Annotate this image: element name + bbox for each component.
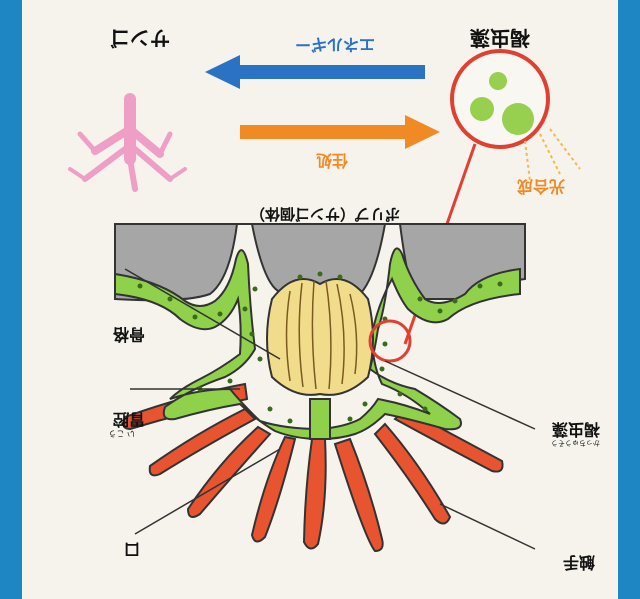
label-polyp: ポリプ（サンゴ個体） xyxy=(250,205,400,223)
label-zooxanthellae-bottom: 褐虫藻 xyxy=(551,420,601,439)
label-energy: エネルギー xyxy=(295,35,375,54)
label-stomach: 胃腔 xyxy=(113,410,145,429)
tissue-dots xyxy=(137,271,503,424)
stomach-folds xyxy=(285,280,358,390)
label-tentacle: 触手 xyxy=(563,553,596,572)
rotated-diagram: 褐虫藻 サンゴ エネルギー 住処 光合成 ポリプ（サンゴ個体） 骨格 胃腔 い … xyxy=(68,26,601,572)
ruby-stomach: い こう xyxy=(108,429,135,438)
leader-lines xyxy=(124,268,536,550)
label-zooxanthellae-top: 褐虫藻 xyxy=(469,26,531,50)
zooxanthellae-highlight xyxy=(368,319,412,363)
pharynx xyxy=(309,398,331,440)
label-photosynthesis: 光合成 xyxy=(517,177,566,196)
energy-arrow xyxy=(205,55,425,89)
stomach-cavity xyxy=(266,278,374,396)
zooxanthellae-magnified xyxy=(450,49,581,182)
label-skeleton: 骨格 xyxy=(112,325,145,344)
label-coral: サンゴ xyxy=(110,26,170,50)
label-mouth: 口 xyxy=(124,540,140,559)
habitat-arrow xyxy=(240,115,440,149)
label-habitat: 住処 xyxy=(315,151,348,170)
ruby-zooxanthellae: かっちゅうそう xyxy=(551,439,600,447)
coral-branch-icon xyxy=(68,93,187,192)
polyp-tissue xyxy=(114,247,521,441)
